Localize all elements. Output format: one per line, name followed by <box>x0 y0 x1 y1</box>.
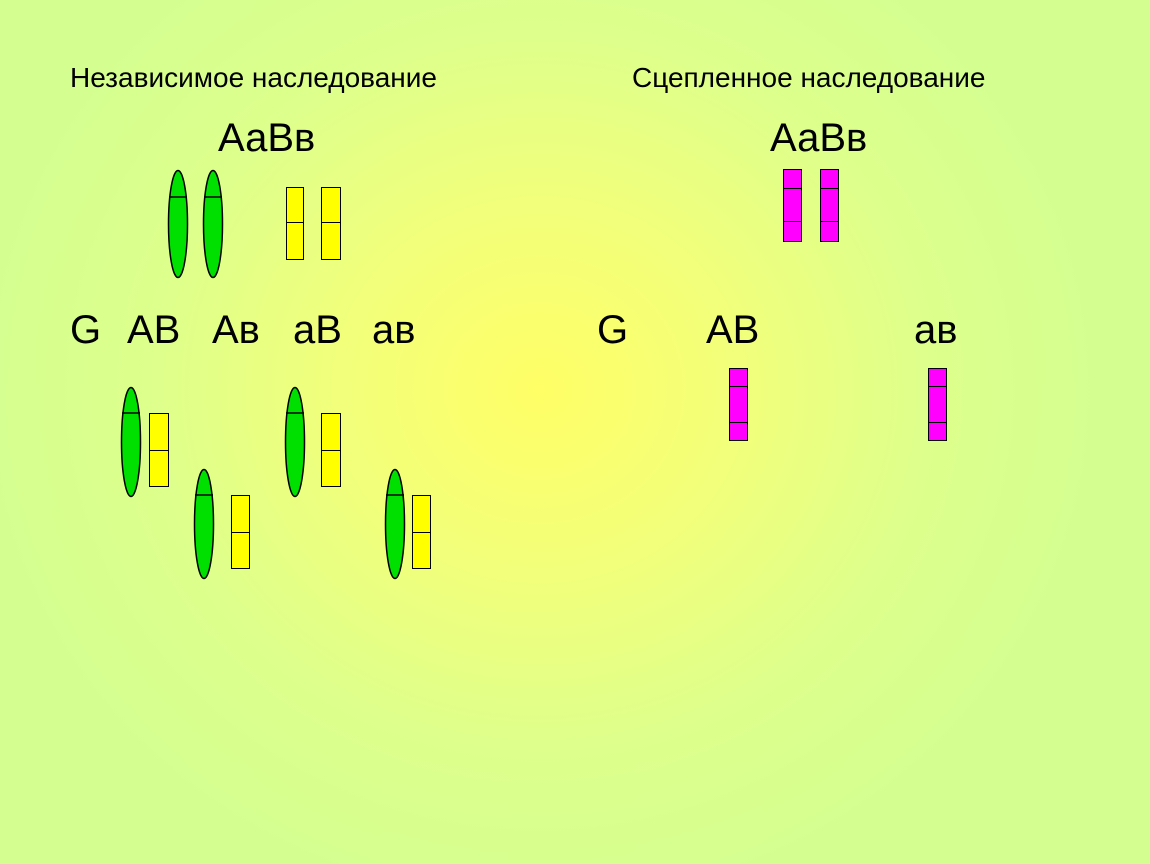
yellow-chromosome <box>286 187 304 260</box>
green-chromosome <box>193 468 215 580</box>
yellow-chromosome <box>412 495 431 569</box>
magenta-chromosome <box>729 368 748 441</box>
green-chromosome <box>120 386 142 498</box>
linked-genotype: АаВв <box>770 116 868 160</box>
yellow-chromosome <box>321 413 341 487</box>
green-chromosome <box>384 468 406 580</box>
gamete-label: АВ <box>706 308 760 352</box>
gametes-symbol: G <box>70 308 102 352</box>
yellow-chromosome <box>149 413 169 487</box>
yellow-chromosome <box>321 187 341 260</box>
magenta-chromosome <box>820 169 839 242</box>
gamete-label: АВ <box>127 308 181 352</box>
green-chromosome <box>284 386 306 498</box>
gamete-label: ав <box>914 308 958 352</box>
independent-heading: Независимое наследование <box>70 62 437 93</box>
green-chromosome <box>202 169 224 279</box>
gamete-label: ав <box>372 308 416 352</box>
magenta-chromosome <box>928 368 947 441</box>
independent-genotype: АаВв <box>218 116 316 160</box>
gametes-symbol: G <box>597 308 629 352</box>
yellow-chromosome <box>231 495 250 569</box>
magenta-chromosome <box>783 169 802 242</box>
linked-heading: Сцепленное наследование <box>632 62 986 93</box>
gamete-label: Ав <box>212 308 260 352</box>
gamete-label: аВ <box>293 308 342 352</box>
green-chromosome <box>167 169 189 279</box>
